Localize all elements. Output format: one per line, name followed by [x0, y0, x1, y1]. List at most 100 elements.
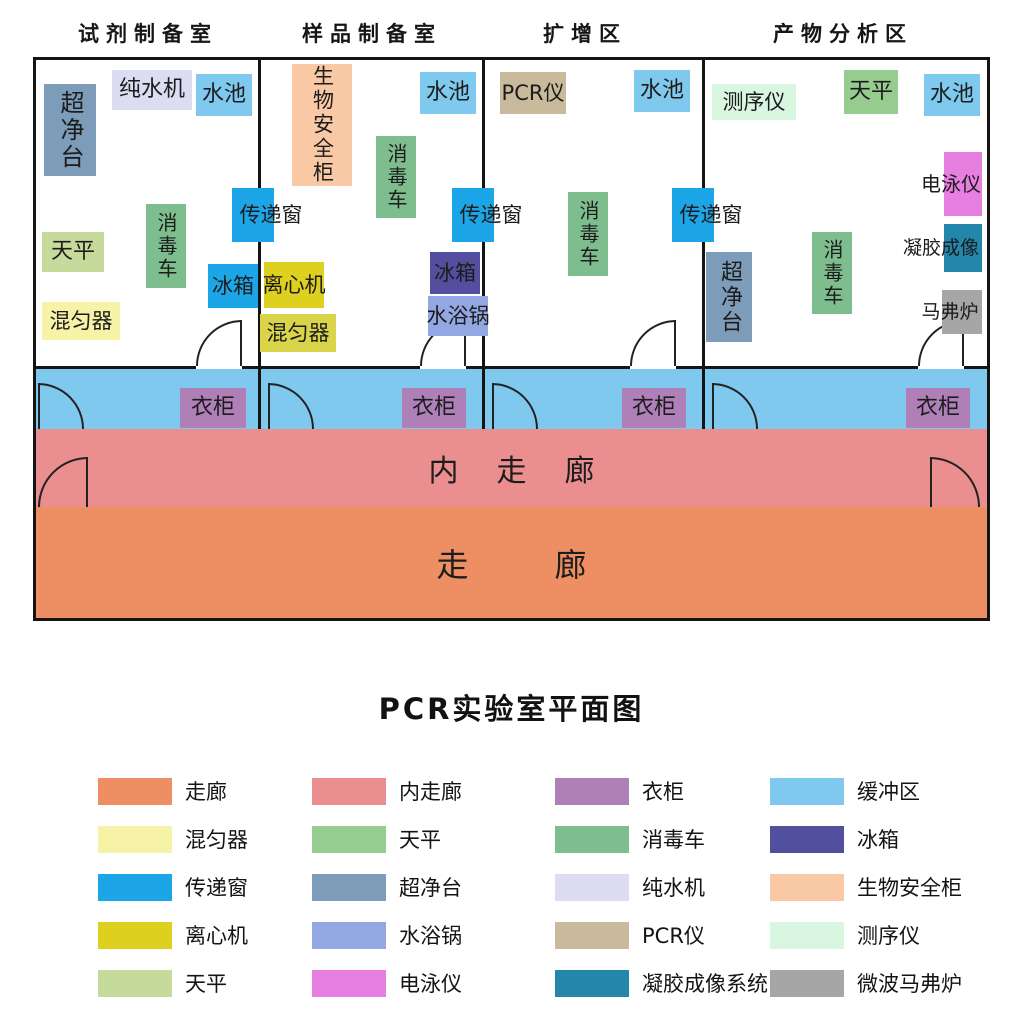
equipment-block: 水池 [634, 70, 690, 112]
equipment-label: 凝胶成像 [903, 236, 980, 259]
equipment-label: PCR仪 [501, 80, 565, 105]
legend-swatch [555, 873, 629, 901]
door-arc [712, 383, 758, 429]
equipment-block: 衣柜 [402, 388, 466, 428]
room-label: 样品制备室 [302, 22, 442, 46]
legend-swatch [770, 969, 844, 997]
equipment-label: 超净台 [717, 259, 742, 335]
equipment-label: 混匀器 [49, 308, 113, 333]
equipment-label: 传递窗 [459, 202, 523, 227]
door-leaf [712, 383, 714, 429]
floor-plan: 内走廊走廊超净台纯水机水池天平消毒车冰箱混匀器传递窗生物安全柜水池消毒车离心机混… [33, 57, 990, 621]
door-leaf [930, 457, 932, 507]
legend-label: 超净台 [399, 876, 462, 900]
door-leaf [962, 320, 964, 366]
legend-label: 纯水机 [642, 876, 705, 900]
wall-segment [466, 366, 630, 369]
legend-item: 测序仪 [770, 920, 920, 950]
legend-item: 混匀器 [98, 824, 248, 854]
legend-label: 微波马弗炉 [857, 972, 962, 996]
equipment-block: 生物安全柜 [292, 64, 352, 186]
legend-label: 缓冲区 [857, 780, 920, 804]
legend-item: 微波马弗炉 [770, 968, 962, 998]
legend-swatch [312, 921, 386, 949]
equipment-label: 生物安全柜 [310, 65, 335, 185]
door-arc [268, 383, 314, 429]
legend-label: 天平 [185, 972, 227, 996]
equipment-label: 水池 [639, 78, 684, 103]
door-leaf [86, 457, 88, 507]
door-leaf [268, 383, 270, 429]
equipment-block: 消毒车 [146, 204, 186, 288]
legend-item: 衣柜 [555, 776, 684, 806]
equipment-label: 传递窗 [239, 202, 303, 227]
legend-item: 缓冲区 [770, 776, 920, 806]
door-arc [918, 320, 964, 366]
equipment-block: 衣柜 [906, 388, 970, 428]
legend-swatch [770, 825, 844, 853]
legend-item: 冰箱 [770, 824, 899, 854]
legend-swatch [312, 777, 386, 805]
equipment-block: 冰箱 [208, 264, 258, 308]
door-arc [196, 320, 242, 366]
legend-swatch [98, 969, 172, 997]
legend-swatch [312, 873, 386, 901]
equipment-label: 衣柜 [411, 395, 456, 420]
room-label: 试剂制备室 [78, 22, 218, 46]
door-leaf [464, 320, 466, 366]
legend-swatch [555, 969, 629, 997]
wall-segment [36, 366, 196, 369]
legend-label: 生物安全柜 [857, 876, 962, 900]
legend-label: 天平 [399, 828, 441, 852]
door-arc [38, 457, 88, 507]
equipment-label: 天平 [848, 79, 893, 104]
legend-item: PCR仪 [555, 920, 705, 950]
legend-item: 消毒车 [555, 824, 705, 854]
wall-segment [702, 60, 705, 429]
equipment-block: 衣柜 [622, 388, 686, 428]
legend-item: 内走廊 [312, 776, 462, 806]
equipment-block: 衣柜 [180, 388, 246, 428]
legend-item: 纯水机 [555, 872, 705, 902]
legend-swatch [98, 873, 172, 901]
equipment-block: 水池 [196, 74, 252, 116]
equipment-block: 水池 [924, 74, 980, 116]
equipment-label: 水浴锅 [426, 303, 490, 328]
legend-swatch [555, 777, 629, 805]
wall-segment [242, 366, 420, 369]
equipment-label: 混匀器 [266, 320, 330, 345]
equipment-block: 天平 [42, 232, 104, 272]
wall-segment [964, 366, 987, 369]
legend-item: 传递窗 [98, 872, 248, 902]
equipment-label: 传递窗 [679, 202, 743, 227]
equipment-label: 冰箱 [212, 273, 254, 298]
equipment-block: 混匀器 [260, 314, 336, 352]
legend-label: 水浴锅 [399, 924, 462, 948]
equipment-block: 离心机 [262, 262, 326, 308]
legend-item: 生物安全柜 [770, 872, 962, 902]
equipment-label: 消毒车 [384, 142, 408, 212]
equipment-block: 测序仪 [712, 84, 796, 120]
equipment-label: 离心机 [262, 272, 326, 297]
legend-swatch [555, 825, 629, 853]
equipment-label: 消毒车 [820, 238, 844, 308]
equipment-block: 天平 [844, 70, 898, 114]
legend-label: PCR仪 [642, 924, 705, 948]
door-leaf [492, 383, 494, 429]
legend-label: 衣柜 [642, 780, 684, 804]
legend-swatch [770, 777, 844, 805]
legend-label: 内走廊 [399, 780, 462, 804]
page-title: PCR实验室平面图 [378, 692, 645, 726]
legend-swatch [312, 825, 386, 853]
equipment-block: 混匀器 [42, 302, 120, 340]
equipment-block: 传递窗 [232, 188, 303, 242]
door-leaf [38, 383, 40, 429]
door-arc [630, 320, 676, 366]
equipment-block: 马弗炉 [922, 290, 982, 334]
equipment-block: 冰箱 [430, 252, 480, 294]
legend-label: 消毒车 [642, 828, 705, 852]
door-arc [930, 457, 980, 507]
legend-label: 混匀器 [185, 828, 248, 852]
equipment-label: 水池 [425, 80, 470, 105]
